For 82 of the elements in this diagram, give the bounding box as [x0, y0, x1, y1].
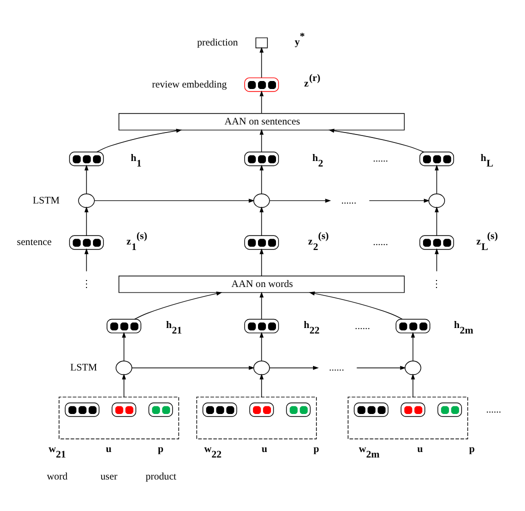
arrow — [84, 164, 88, 194]
label: ...... — [372, 153, 388, 164]
node-label: u — [262, 443, 268, 454]
label: LSTM — [32, 194, 60, 206]
node-text: ...... — [341, 194, 356, 206]
label: ...... — [486, 404, 502, 415]
node-text: ...... — [328, 362, 344, 374]
arrow — [260, 331, 264, 361]
arrow — [260, 248, 264, 276]
arrow — [260, 373, 264, 397]
arrow — [134, 291, 222, 320]
arrow — [356, 365, 406, 370]
node-box — [400, 402, 426, 416]
label: ...... — [354, 320, 370, 332]
label: review embedding — [152, 78, 227, 90]
label: ...... — [372, 236, 388, 248]
node-circle — [428, 192, 446, 208]
arrow — [434, 206, 439, 236]
node-box — [244, 151, 279, 166]
arrow — [84, 206, 88, 236]
node-circle — [404, 360, 422, 375]
arrow — [368, 198, 430, 202]
node-box — [69, 234, 104, 250]
arrow — [84, 248, 88, 272]
node-box — [64, 402, 100, 416]
label: sentence — [16, 236, 52, 248]
label: LSTM — [70, 362, 98, 374]
node-box — [419, 234, 454, 250]
arrow — [122, 373, 126, 397]
arrow — [260, 46, 264, 78]
node-label: p — [158, 443, 164, 454]
node-text: ⋮ — [432, 278, 442, 290]
arrow — [410, 373, 415, 397]
arrow — [260, 128, 264, 152]
arrow — [260, 206, 264, 236]
arrow — [328, 128, 424, 152]
cluster — [348, 396, 468, 439]
arrow — [94, 198, 255, 202]
arrow — [434, 248, 439, 272]
node-box — [148, 402, 173, 416]
node-box: AAN on sentences — [118, 112, 405, 130]
node-box — [69, 151, 104, 166]
arrow — [308, 291, 403, 319]
node-label: p — [313, 443, 320, 454]
arrow — [260, 164, 264, 194]
arrow — [269, 365, 319, 370]
arrow — [96, 128, 182, 152]
node-box — [437, 402, 462, 416]
node-circle — [78, 192, 95, 208]
node-circle — [253, 192, 270, 208]
node-box — [354, 402, 388, 416]
node-box — [202, 402, 238, 416]
cluster — [196, 396, 317, 439]
arrow — [260, 291, 264, 319]
node-label: u — [417, 443, 423, 454]
label: prediction — [197, 37, 238, 48]
node-circle — [253, 360, 270, 375]
arrow — [410, 331, 415, 361]
arrow — [122, 331, 126, 361]
node-box — [112, 402, 136, 416]
node-label: word — [46, 470, 68, 482]
cluster — [58, 396, 180, 439]
node-box: AAN on words — [118, 275, 405, 292]
node-box — [249, 402, 274, 416]
node-box — [106, 318, 142, 333]
node-box — [244, 234, 279, 250]
node-text: ⋮ — [81, 278, 92, 290]
node-box — [419, 151, 454, 166]
arrow — [269, 198, 331, 202]
node-box — [244, 318, 279, 333]
node-label: product — [146, 470, 176, 482]
node-box — [286, 402, 311, 416]
arrow — [434, 164, 439, 194]
node-box — [255, 36, 268, 48]
node-box — [244, 76, 279, 92]
node-label: u — [106, 443, 112, 454]
node-box — [396, 318, 430, 333]
arrow — [132, 365, 255, 370]
node-label: p — [469, 443, 475, 454]
node-circle — [116, 360, 132, 375]
node-label: user — [100, 470, 118, 482]
arrow — [260, 90, 264, 113]
